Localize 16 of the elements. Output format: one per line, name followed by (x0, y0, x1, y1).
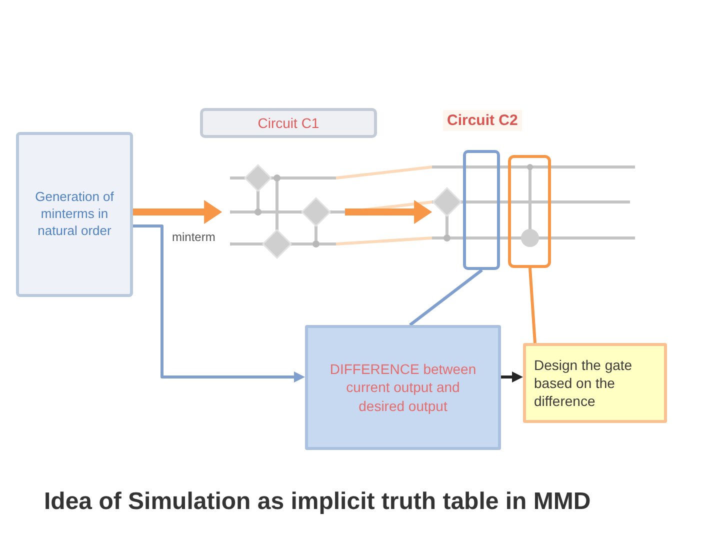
process-box (305, 325, 501, 450)
arrow (133, 200, 222, 224)
box-label: Generation of minterms in natural order (34, 189, 115, 240)
connector-line (409, 268, 483, 326)
box-label: DIFFERENCE between current output and desired output (328, 360, 478, 415)
box-label: Circuit C1 (258, 114, 320, 132)
process-box (16, 132, 133, 297)
circuit-label: Circuit C2 (443, 110, 522, 131)
connector-line (528, 268, 536, 344)
note-box (523, 343, 667, 423)
arrow (133, 224, 305, 382)
title-box (200, 108, 377, 138)
box-label: Design the gate based on the difference (534, 356, 634, 410)
edge-label: minterm (170, 230, 218, 244)
arrow (501, 372, 523, 382)
title: Idea of Simulation as implicit truth table in MMD (44, 488, 591, 516)
